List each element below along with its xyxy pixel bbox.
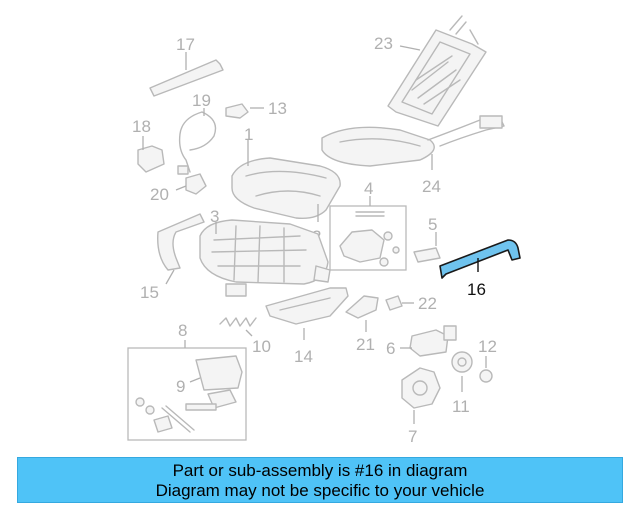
label-15: 15 — [140, 283, 159, 302]
label-21: 21 — [356, 335, 375, 354]
part-6-motor: 6 — [386, 325, 457, 358]
part-14-side-shield: 14 — [265, 287, 349, 366]
label-8: 8 — [178, 321, 187, 340]
label-14: 14 — [294, 347, 313, 366]
part-3-seat-frame: 3 — [199, 207, 331, 297]
label-11: 11 — [452, 397, 470, 416]
label-17: 17 — [176, 35, 195, 54]
part-18-bracket: 18 — [132, 117, 165, 173]
label-18: 18 — [132, 117, 151, 136]
info-banner: Part or sub-assembly is #16 in diagram D… — [17, 457, 623, 503]
label-1: 1 — [244, 125, 253, 144]
parts-diagram: 17 23 24 19 13 18 20 — [127, 15, 521, 446]
part-24-harness: 24 — [321, 115, 505, 196]
part-21-bracket: 21 — [345, 295, 379, 354]
part-4-box: 4 — [329, 179, 407, 271]
part-5-bracket: 5 — [413, 215, 441, 263]
label-3: 3 — [210, 207, 219, 226]
label-5: 5 — [428, 215, 437, 234]
label-4: 4 — [364, 179, 373, 198]
part-7-motor: 7 — [401, 367, 441, 446]
part-10-spring: 10 — [219, 317, 271, 356]
label-22: 22 — [418, 294, 437, 313]
label-16: 16 — [467, 280, 486, 299]
part-8-kit: 8 9 — [127, 321, 247, 441]
part-17-trim-strip: 17 — [149, 35, 224, 97]
banner-line-1: Part or sub-assembly is #16 in diagram — [172, 461, 468, 480]
label-24: 24 — [422, 177, 441, 196]
part-19-cable: 19 — [177, 91, 217, 175]
label-13: 13 — [268, 99, 287, 118]
label-12: 12 — [478, 337, 497, 356]
part-16-trim-highlighted: 16 — [439, 239, 521, 299]
part-23-seatback-frame: 23 — [374, 15, 487, 127]
label-9: 9 — [176, 377, 185, 396]
part-20-bracket: 20 — [150, 173, 207, 204]
part-1-seat-cushion: 1 — [231, 125, 341, 220]
label-23: 23 — [374, 34, 393, 53]
label-10: 10 — [252, 337, 271, 356]
part-11-gear: 11 — [451, 351, 473, 416]
part-22-knob: 22 — [385, 294, 437, 313]
part-15-side-cover: 15 — [140, 213, 205, 302]
label-20: 20 — [150, 185, 169, 204]
label-6: 6 — [386, 339, 395, 358]
part-13-clip: 13 — [225, 99, 287, 119]
part-12-nut: 12 — [478, 337, 497, 383]
label-19: 19 — [192, 91, 211, 110]
banner-line-2: Diagram may not be specific to your vehi… — [155, 481, 485, 500]
label-7: 7 — [408, 427, 417, 446]
